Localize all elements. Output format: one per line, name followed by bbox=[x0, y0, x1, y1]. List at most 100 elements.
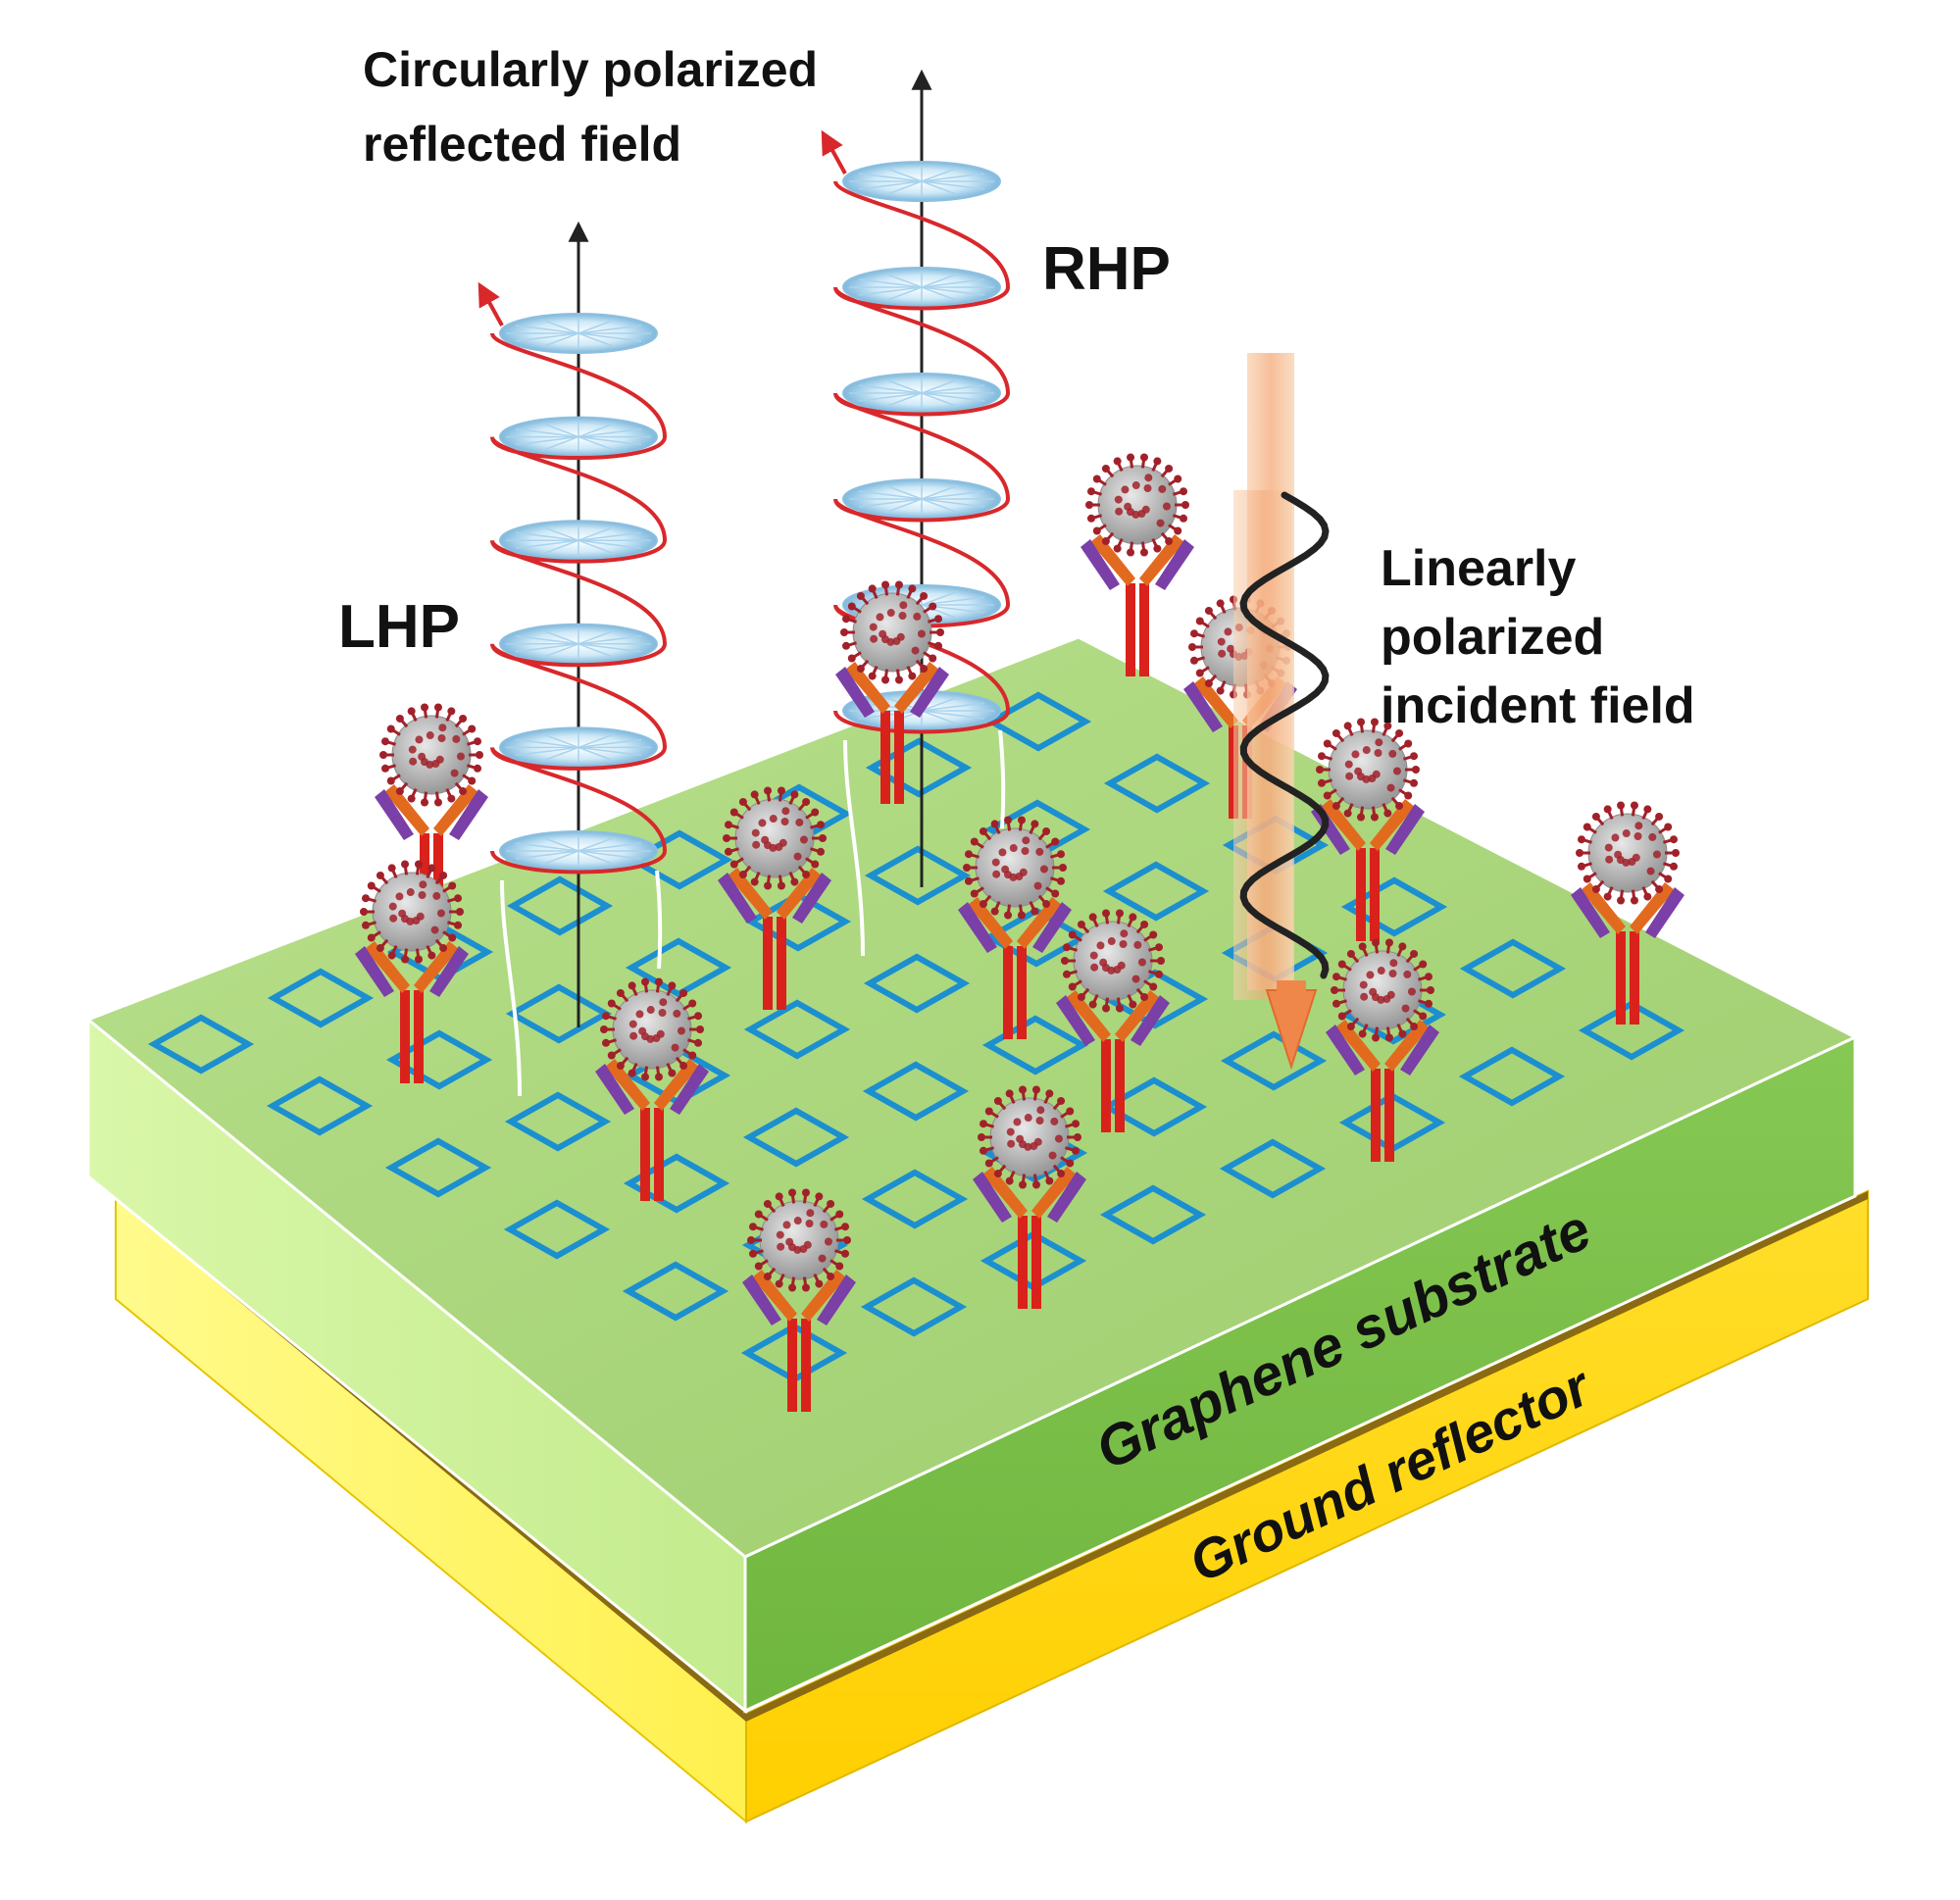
virus-spike-tip bbox=[671, 1043, 679, 1052]
virus-spike-tip bbox=[1127, 548, 1135, 557]
virus-spike-tip bbox=[979, 900, 987, 909]
virus-spike-tip bbox=[1068, 982, 1077, 991]
virus-spike-tip bbox=[1617, 801, 1626, 810]
virus-spike-tip bbox=[881, 580, 890, 589]
virus-spike-tip bbox=[418, 752, 427, 761]
virus-spike-tip bbox=[911, 646, 920, 655]
virus-spike-tip bbox=[1655, 812, 1664, 821]
virus-spike-tip bbox=[1157, 957, 1165, 965]
virus-spike-tip bbox=[775, 842, 783, 851]
disk-ray bbox=[884, 484, 923, 500]
virus-spike-tip bbox=[1410, 752, 1419, 761]
virus-spike-tip bbox=[432, 891, 441, 900]
disk-ray bbox=[921, 490, 985, 500]
virus-spike-tip bbox=[1127, 453, 1135, 462]
virus-spike-tip bbox=[688, 999, 697, 1008]
antibody-stem bbox=[787, 1319, 797, 1412]
antibody-light-chain bbox=[1047, 1172, 1086, 1223]
antibody-stem bbox=[400, 990, 410, 1083]
virus-icon bbox=[840, 580, 944, 684]
disk-ray bbox=[884, 167, 923, 182]
disk-ray bbox=[921, 180, 959, 196]
virus-spike-tip bbox=[1039, 865, 1048, 874]
virus-spike-tip bbox=[1419, 1012, 1428, 1021]
virus-spike-tip bbox=[1591, 885, 1600, 894]
helix-arrow bbox=[477, 281, 504, 326]
virus-spike-tip bbox=[747, 1236, 755, 1244]
virus-spike-tip bbox=[1384, 938, 1393, 947]
virus-spike-tip bbox=[876, 613, 884, 622]
antibody-stem bbox=[1384, 1069, 1394, 1162]
virus-spike-tip bbox=[1072, 1120, 1081, 1128]
virus-spike-tip bbox=[1137, 958, 1146, 967]
disk-ray bbox=[578, 746, 616, 762]
virus-spike-tip bbox=[379, 751, 387, 759]
virus-spike-tip bbox=[1583, 875, 1591, 883]
virus-spike-tip bbox=[1181, 501, 1189, 509]
antibody-stem bbox=[414, 990, 424, 1083]
virus-spike-tip bbox=[785, 1237, 794, 1246]
antibody-virus-complex bbox=[1571, 801, 1684, 1025]
virus-spike-tip bbox=[418, 891, 427, 900]
antibody-icon bbox=[1311, 799, 1425, 941]
virus-spike-tip bbox=[1398, 942, 1407, 951]
virus-spike-tip bbox=[1346, 1023, 1355, 1031]
virus-spike-tip bbox=[1389, 959, 1398, 968]
virus-spike-tip bbox=[1057, 850, 1066, 859]
virus-spike-tip bbox=[474, 737, 482, 746]
virus-spike-tip bbox=[1066, 1107, 1075, 1116]
virus-spike-tip bbox=[1129, 1000, 1137, 1009]
virus-spike-tip bbox=[920, 591, 929, 600]
virus-spike-tip bbox=[1204, 679, 1213, 688]
virus-spike-tip bbox=[1655, 885, 1664, 894]
virus-spike-tip bbox=[401, 860, 410, 869]
virus-spike-tip bbox=[1407, 987, 1416, 996]
antibody-stem bbox=[1630, 931, 1639, 1025]
virus-spike-tip bbox=[1323, 739, 1332, 748]
virus-spike-tip bbox=[1174, 526, 1182, 535]
antibody-light-chain bbox=[375, 789, 414, 840]
virus-spike-tip bbox=[724, 821, 732, 829]
virus-spike-tip bbox=[748, 1249, 757, 1258]
virus-spike-tip bbox=[1031, 1180, 1040, 1189]
virus-spike-tip bbox=[1102, 909, 1111, 918]
virus-spike-tip bbox=[894, 675, 903, 684]
virus-spike-tip bbox=[879, 629, 887, 638]
virus-spike-tip bbox=[607, 999, 616, 1008]
square-ring-resonator-icon bbox=[506, 875, 614, 936]
virus-spike-tip bbox=[724, 847, 732, 856]
antibody-stem bbox=[801, 1319, 811, 1412]
virus-icon bbox=[600, 977, 704, 1081]
virus-spike-tip bbox=[764, 881, 773, 890]
disk-ray bbox=[858, 173, 923, 182]
virus-spike-tip bbox=[456, 908, 464, 916]
virus-spike-tip bbox=[1605, 855, 1614, 864]
virus-spike-tip bbox=[659, 998, 668, 1007]
circular-polarization-helix-icon bbox=[477, 221, 668, 1097]
disk-ray bbox=[858, 392, 923, 402]
virus-spike-tip bbox=[401, 955, 410, 964]
virus-spike-tip bbox=[1022, 836, 1030, 845]
square-ring-resonator-icon bbox=[740, 1323, 848, 1383]
disk-ray bbox=[541, 746, 579, 762]
antibody-arm bbox=[1017, 897, 1062, 949]
disk-ray bbox=[541, 539, 579, 555]
antibody-icon bbox=[835, 662, 949, 804]
virus-spike-tip bbox=[1036, 1106, 1045, 1115]
disk-ray bbox=[858, 490, 923, 500]
virus-spike-tip bbox=[827, 1273, 835, 1281]
virus-spike-tip bbox=[387, 951, 396, 960]
virus-spike-tip bbox=[1362, 746, 1371, 755]
virus-spike-tip bbox=[1115, 909, 1124, 918]
virus-spike-tip bbox=[1643, 892, 1652, 901]
square-ring-resonator-icon bbox=[266, 1075, 374, 1136]
virus-spike-tip bbox=[1088, 1000, 1097, 1009]
virus-spike-tip bbox=[1092, 475, 1101, 483]
virus-spike-tip bbox=[754, 1210, 763, 1219]
square-ring-resonator-icon bbox=[1103, 753, 1211, 814]
virus-spike-tip bbox=[1013, 1118, 1022, 1126]
virus-spike-tip bbox=[1670, 835, 1679, 844]
disk-ray bbox=[541, 435, 579, 452]
virus-spike-tip bbox=[1115, 1004, 1124, 1013]
